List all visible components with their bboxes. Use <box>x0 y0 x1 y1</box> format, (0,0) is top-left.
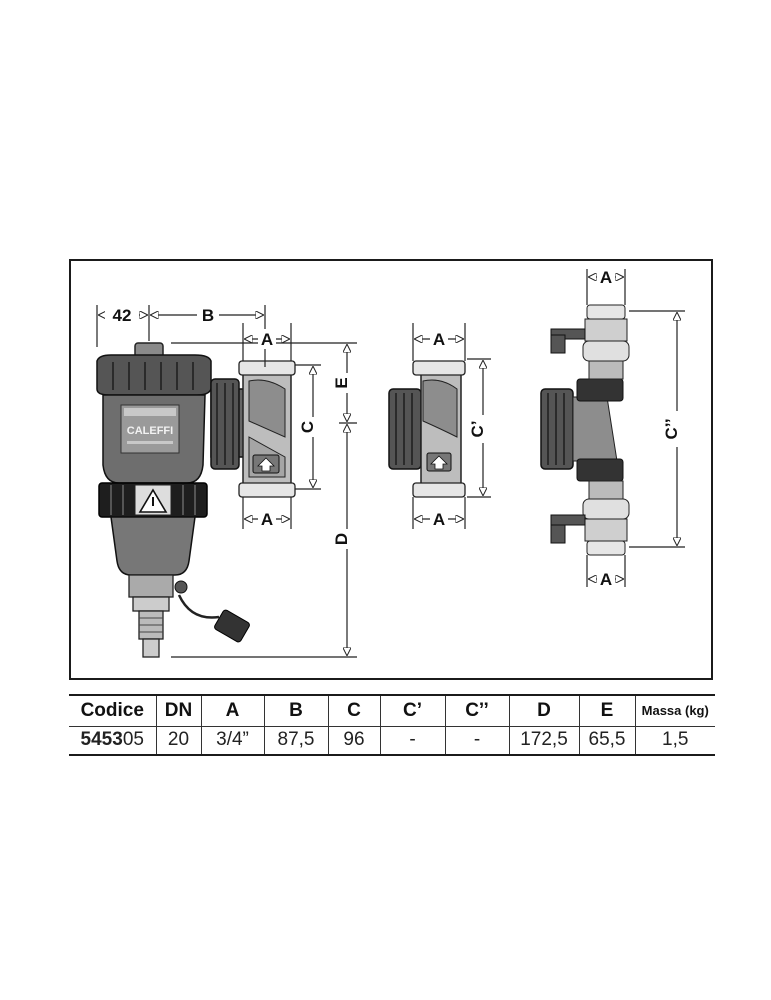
separator-with-valves-illustration <box>540 304 630 556</box>
dim-label-c-double-prime: C’’ <box>662 418 681 439</box>
dimensions-table: Codice DN A B C C’ C’’ D E Massa (kg) 54… <box>69 694 715 756</box>
cell-c-double-prime: - <box>444 725 510 756</box>
dirt-separator-illustration: CALEFFI <box>96 342 296 658</box>
cell-massa: 1,5 <box>634 725 715 756</box>
cell-c: 96 <box>327 725 381 756</box>
code-suffix: 05 <box>122 729 144 751</box>
table-row: 545305 20 3/4” 87,5 96 - - 172,5 65,5 1,… <box>69 725 715 756</box>
header-codice: Codice <box>69 694 157 727</box>
cell-codice: 545305 <box>69 725 157 756</box>
dim-label-e: E <box>332 377 351 388</box>
technical-drawing: CALEFFI <box>96 267 687 658</box>
cell-d: 172,5 <box>508 725 580 756</box>
cell-c-prime: - <box>379 725 446 756</box>
header-d: D <box>508 694 580 727</box>
header-dn: DN <box>155 694 202 727</box>
dim-label-a-top-main: A <box>261 330 273 349</box>
table-header-row: Codice DN A B C C’ C’’ D E Massa (kg) <box>69 694 715 727</box>
header-b: B <box>263 694 329 727</box>
header-c-double-prime: C’’ <box>444 694 510 727</box>
dim-label-a-top-middle: A <box>433 330 445 349</box>
dim-label-c-prime: C’ <box>468 421 487 438</box>
dim-label-a-bottom-right: A <box>600 570 612 589</box>
code-prefix: 5453 <box>80 729 123 751</box>
dim-label-42: 42 <box>113 306 132 325</box>
dim-label-a-bottom-middle: A <box>433 510 445 529</box>
header-a: A <box>200 694 265 727</box>
dimension-labels: 42 B A A C E D A A C’ A A C’’ <box>105 267 687 589</box>
dim-label-d: D <box>332 533 351 545</box>
cell-b: 87,5 <box>263 725 329 756</box>
cell-dn: 20 <box>155 725 202 756</box>
dim-label-a-bottom-main: A <box>261 510 273 529</box>
dim-label-b: B <box>202 306 214 325</box>
header-massa: Massa (kg) <box>634 694 715 727</box>
dim-label-c: C <box>298 421 317 433</box>
dim-label-a-top-right: A <box>600 268 612 287</box>
technical-drawing-frame: CALEFFI <box>69 259 713 680</box>
header-e: E <box>578 694 636 727</box>
brand-label: CALEFFI <box>127 425 173 437</box>
header-c-prime: C’ <box>379 694 446 727</box>
cell-a: 3/4” <box>200 725 265 756</box>
cell-e: 65,5 <box>578 725 636 756</box>
header-c: C <box>327 694 381 727</box>
compact-separator-illustration <box>388 360 466 498</box>
